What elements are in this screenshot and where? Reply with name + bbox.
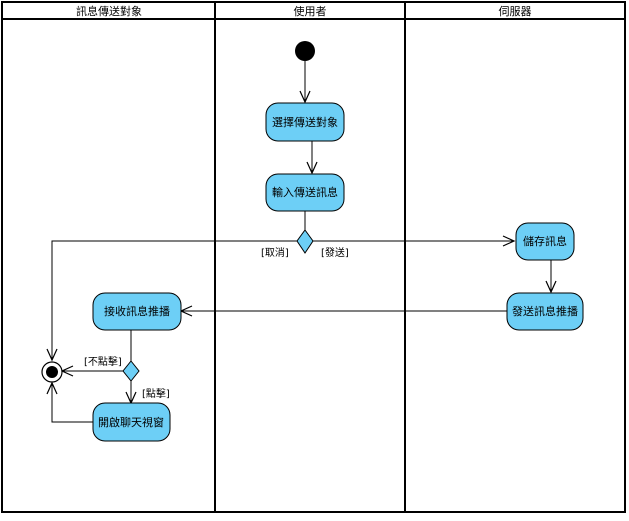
activity-select-target: 選擇傳送對象 xyxy=(265,102,345,142)
final-node xyxy=(41,361,63,383)
activity-label: 發送訊息推播 xyxy=(512,304,578,318)
guard-not-click: [不點擊] xyxy=(84,355,122,368)
guard-click: [點擊] xyxy=(142,387,170,400)
edge-cancel xyxy=(46,240,297,362)
lane-title-recipient: 訊息傳送對象 xyxy=(76,4,142,18)
activity-store-message: 儲存訊息 xyxy=(515,222,575,261)
activity-label: 開啟聊天視窗 xyxy=(98,415,164,429)
activity-input-message: 輸入傳送訊息 xyxy=(265,173,345,212)
activity-send-push: 發送訊息推播 xyxy=(506,292,584,331)
guard-cancel: [取消] xyxy=(261,246,289,259)
activity-label: 接收訊息推播 xyxy=(104,304,170,318)
activity-receive-push: 接收訊息推播 xyxy=(92,292,182,331)
initial-node xyxy=(295,41,315,61)
decision-click xyxy=(122,360,140,382)
lane-title-server: 伺服器 xyxy=(499,5,532,18)
edge-chat-to-end xyxy=(46,381,93,423)
lane-title-user: 使用者 xyxy=(294,5,327,18)
activity-label: 選擇傳送對象 xyxy=(272,115,338,129)
activity-label: 輸入傳送訊息 xyxy=(272,185,338,199)
activity-label: 儲存訊息 xyxy=(523,234,567,248)
activity-open-chat: 開啟聊天視窗 xyxy=(92,402,171,442)
guard-send: [發送] xyxy=(321,246,349,259)
decision-send-cancel xyxy=(296,229,314,254)
